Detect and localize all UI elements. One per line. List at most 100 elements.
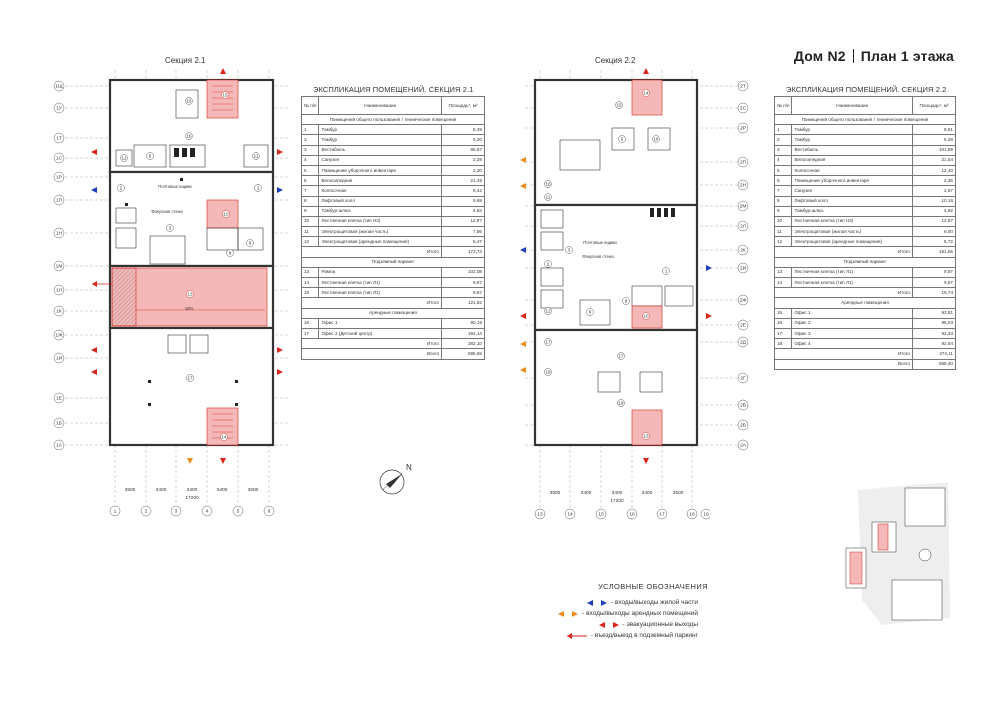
table-2-2-total-value: 191,55	[912, 246, 956, 258]
table-2-2-row-name: Вестибюль	[791, 144, 913, 156]
legend-arrow-icon	[566, 632, 587, 639]
svg-text:10: 10	[223, 212, 229, 217]
svg-text:3500: 3500	[248, 487, 259, 493]
title-plan: План 1 этажа	[860, 48, 954, 64]
svg-text:2Е: 2Е	[740, 323, 746, 329]
svg-text:16: 16	[186, 99, 192, 104]
axes-2-2-columns: 3500 3400 3400 3400 3500 17200 13 14 15 …	[534, 490, 710, 520]
table-2-2-row-area: 6,00	[912, 226, 956, 238]
svg-text:3500: 3500	[673, 490, 684, 496]
table-2-2-row-area: 93,81	[912, 307, 956, 319]
svg-text:3400: 3400	[581, 490, 592, 496]
table-2-2-row-area: 12,97	[912, 215, 956, 228]
svg-text:4: 4	[206, 509, 209, 515]
svg-text:17: 17	[659, 512, 665, 518]
svg-text:2И: 2И	[740, 266, 747, 272]
table-2-2-row-name: Лифтовый холл	[791, 195, 913, 207]
legend-item: - входы/выходы жилой части	[520, 597, 698, 608]
section-2-2-label: Секция 2.2	[595, 56, 636, 65]
table-2-1-col-area: Площадь*, м²	[441, 96, 485, 115]
table-2-1-row-name: Лифтовый холл	[318, 195, 442, 207]
table-2-2-row-num: 17	[773, 327, 793, 340]
svg-text:2Р: 2Р	[740, 126, 746, 132]
table-2-2-row-area: 5,29	[912, 134, 956, 146]
svg-text:2: 2	[120, 186, 123, 191]
table-2-1-row-name: Рампа	[318, 266, 442, 279]
svg-text:1А: 1А	[56, 443, 63, 449]
section-2-2-plan	[525, 70, 740, 508]
table-2-1-group-name: Подземный паркинг	[301, 256, 485, 268]
table-2-1-row-name: Тамбур-шлюз	[318, 205, 442, 217]
table-2-2-grand-label: Всего	[774, 358, 913, 370]
svg-text:11: 11	[546, 195, 551, 200]
svg-text:9: 9	[249, 241, 252, 246]
table-2-1-row-area: 5,49	[441, 124, 485, 136]
table-2-1-total-label: Итого	[301, 246, 442, 258]
table-2-1-row-area: 7,86	[441, 226, 485, 238]
table-2-1-total-value: 121,82	[441, 297, 485, 309]
svg-text:1С: 1С	[56, 156, 63, 162]
table-2-2-col-area: Площадь*, м²	[912, 96, 956, 115]
svg-text:1Ж: 1Ж	[55, 333, 63, 339]
svg-text:11: 11	[254, 154, 259, 159]
svg-text:2Ж: 2Ж	[739, 298, 747, 304]
table-2-2-row-area: 12,40	[912, 164, 956, 177]
table-2-2-grand-value: 585,40	[912, 358, 956, 370]
table-2-2-row-area: 2,67	[912, 185, 956, 197]
table-2-2-row-num: 2	[773, 134, 793, 146]
table-2-1-row-name: Офис 1	[318, 317, 442, 329]
table-2-1-row-area: 2,28	[441, 154, 485, 166]
svg-text:1К: 1К	[56, 309, 62, 315]
svg-text:16: 16	[186, 134, 192, 139]
table-2-2-group-row: Арендные помещения	[774, 297, 956, 309]
table-2-2-row-num: 13	[773, 266, 793, 279]
svg-text:2Т: 2Т	[740, 84, 746, 90]
table-2-2-row-area: 95,03	[912, 317, 956, 329]
entrance-arrows	[91, 68, 712, 464]
table-2-1-row-area: 194,14	[441, 327, 485, 340]
svg-text:2В: 2В	[740, 403, 746, 409]
svg-text:3400: 3400	[156, 487, 167, 493]
svg-text:2Г: 2Г	[740, 376, 746, 382]
table-2-1-row-num: 9	[300, 205, 320, 217]
table-2-1-total-label: Итого	[301, 297, 442, 309]
legend-item: - въезд/выезд в подземный паркинг	[520, 630, 698, 641]
svg-text:1У: 1У	[56, 106, 63, 112]
table-2-2-row-area: 5,72	[912, 236, 956, 248]
svg-text:6: 6	[589, 310, 592, 315]
svg-text:1: 1	[665, 269, 668, 274]
table-2-2-row-num: 1	[773, 124, 793, 136]
svg-text:14: 14	[643, 91, 649, 96]
table-2-1-row-num: 14	[300, 276, 320, 289]
table-2-2-row-num: 3	[773, 144, 793, 156]
table-2-2-col-name: Наименование	[791, 96, 913, 115]
svg-text:18: 18	[689, 512, 695, 518]
table-2-2-total-value: 374,11	[912, 348, 956, 360]
table-2-1-row-num: 15	[300, 287, 320, 299]
table-2-1-row-num: 11	[300, 226, 320, 238]
svg-text:2Н: 2Н	[740, 183, 747, 189]
table-2-2-row-name: Офис 1	[791, 307, 913, 319]
table-2-2-total-value: 19,74	[912, 287, 956, 299]
table-2-1-row-area: 21,35	[441, 175, 485, 187]
table-2-2-row-num: 12	[773, 236, 793, 248]
svg-text:6: 6	[149, 154, 152, 159]
legend-arrow-icon	[558, 610, 579, 617]
legend-item-label: - входы/выходы жилой части	[610, 599, 698, 606]
table-2-2-row-area: 21,54	[912, 154, 956, 166]
table-2-1-total-value: 172,73	[441, 246, 485, 258]
table-2-2-row-name: Санузел	[791, 185, 913, 197]
